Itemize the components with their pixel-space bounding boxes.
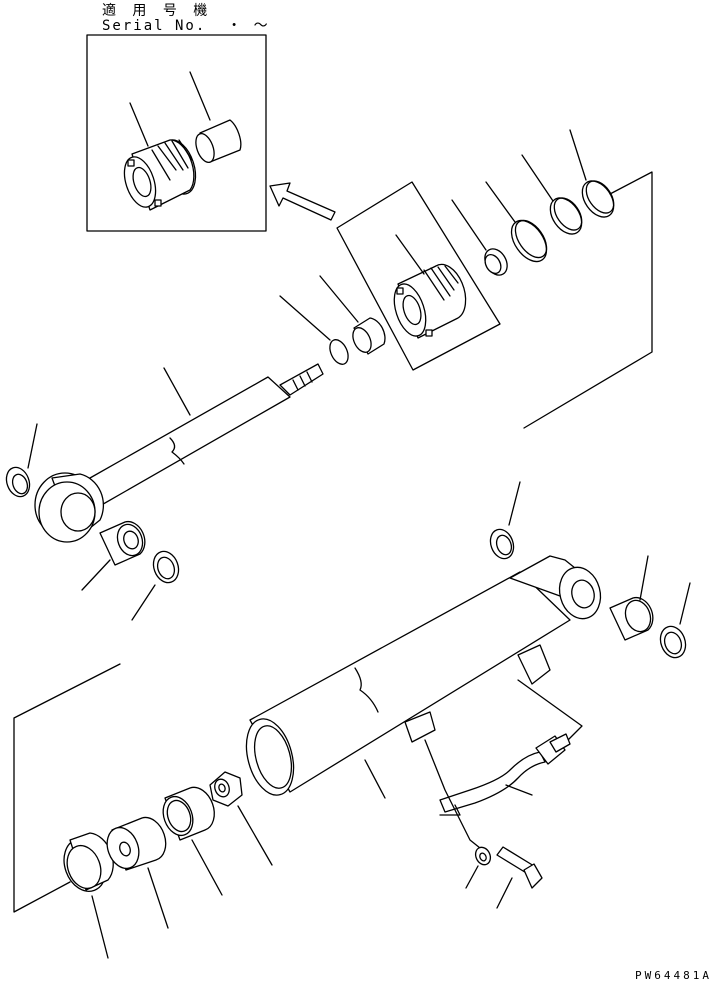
piston [388, 260, 470, 340]
rod-dust-seal [3, 424, 37, 500]
cylinder-tube [239, 556, 606, 800]
o-ring [466, 845, 493, 888]
head-ring [158, 787, 222, 895]
serial-number-label: Serial No. ・ ～ [102, 18, 270, 34]
piston-group-box [337, 182, 500, 370]
wear-ring [452, 200, 512, 279]
inset-ring [192, 120, 240, 165]
rod-bushing [82, 521, 147, 590]
piston-nut [320, 276, 385, 355]
cylinder-head [57, 833, 113, 958]
inset-piston [119, 135, 202, 211]
o-ring-leader [425, 740, 480, 848]
head-nut [210, 772, 272, 865]
rod-packing [102, 817, 168, 928]
inset-arrow [270, 183, 335, 220]
drawing-code: PW64481A [635, 969, 712, 982]
bottom-bushing-seal [656, 583, 690, 661]
inset-box [87, 35, 266, 231]
bolt [497, 847, 542, 908]
group-bracket-left [14, 664, 120, 912]
group-bracket-right [524, 172, 652, 428]
backup-ring-2 [570, 130, 620, 223]
backup-ring-1 [522, 155, 588, 240]
applicable-models-label: 適 用 号 機 [102, 3, 212, 19]
snap-ring [280, 296, 352, 367]
hydraulic-pipe [440, 680, 582, 815]
piston-seal [486, 182, 554, 268]
piston-rod [35, 364, 323, 542]
rod-bushing-seal [132, 548, 183, 620]
bottom-bushing [610, 556, 655, 640]
bottom-dust-seal [487, 482, 520, 562]
